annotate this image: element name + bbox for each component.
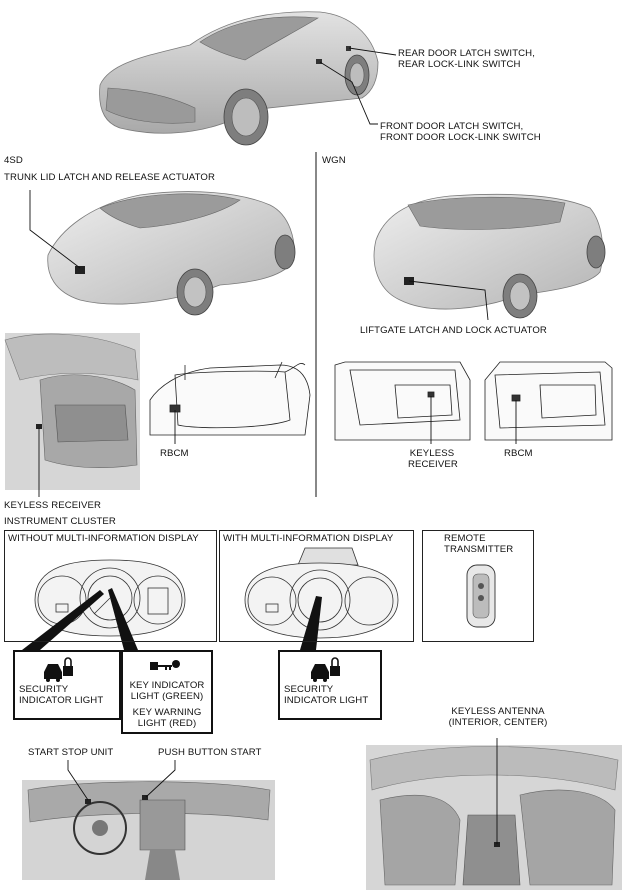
label-without-mid: WITHOUT MULTI-INFORMATION DISPLAY [8,533,199,544]
label-trunk: TRUNK LID LATCH AND RELEASE ACTUATOR [4,172,215,183]
without-mid-frame [4,530,217,642]
label-security-2-line2: INDICATOR LIGHT [284,695,369,706]
wagon-cargo-left-illustration [334,361,471,441]
label-front-door-line1: FRONT DOOR LATCH SWITCH, [380,121,524,132]
label-4sd: 4SD [4,155,23,166]
with-mid-frame [219,530,414,642]
lock-car-icon [44,657,73,682]
security-indicator-box-2 [278,650,382,720]
label-key-indicator-line1: KEY INDICATOR [129,680,205,691]
label-front-door-line2: FRONT DOOR LOCK-LINK SWITCH [380,132,541,143]
label-keyless-receiver-right: KEYLESS RECEIVER [408,448,458,470]
leader-liftgate [408,280,489,321]
security-indicator-box [13,650,121,720]
lock-car-icon-2 [311,657,340,682]
label-rear-door-line2: REAR LOCK-LINK SWITCH [398,59,521,70]
leader-start-stop [67,760,89,801]
label-rear-door: REAR DOOR LATCH SWITCH, REAR LOCK-LINK S… [398,48,535,70]
sedan-rear-illustration [47,191,296,316]
label-key-warning: KEY WARNING LIGHT (RED) [123,707,211,729]
remote-frame [422,530,534,642]
leader-front-door [319,61,378,125]
label-rbcm-right: RBCM [504,448,533,459]
label-liftgate: LIFTGATE LATCH AND LOCK ACTUATOR [360,325,547,336]
label-instrument-cluster: INSTRUMENT CLUSTER [4,516,116,527]
pointer-key-indicator [108,588,138,650]
label-security-2: SECURITY INDICATOR LIGHT [284,684,368,706]
label-keyless-antenna: KEYLESS ANTENNA (INTERIOR, CENTER) [440,706,556,728]
label-push-button: PUSH BUTTON START [158,747,262,758]
label-security-1-line1: SECURITY [19,684,69,695]
label-remote-line1: REMOTE [444,533,486,544]
wagon-cargo-right-illustration [484,361,613,441]
remote-transmitter-illustration [466,564,496,628]
label-key-indicator-line2: LIGHT (GREEN) [130,691,204,702]
leader-trunk [29,190,81,269]
leader-push-button [145,760,176,798]
label-start-stop: START STOP UNIT [28,747,114,758]
pointer-security-2 [300,596,322,650]
label-security-1: SECURITY INDICATOR LIGHT [19,684,103,706]
label-key-indicator: KEY INDICATOR LIGHT (GREEN) [123,680,211,702]
wagon-rear-illustration [373,193,606,319]
sedan-trunk-open-illustration [149,361,311,436]
pointer-security-1 [22,590,104,650]
label-security-1-line2: INDICATOR LIGHT [19,695,104,706]
dashboard-illustration [22,780,275,880]
cabin-interior-illustration [366,745,622,890]
label-rear-door-line1: REAR DOOR LATCH SWITCH, [398,48,535,59]
key-icon [150,660,180,670]
label-rbcm-left: RBCM [160,448,189,459]
label-keyless-receiver-left: KEYLESS RECEIVER [4,500,102,511]
label-key-warning-line1: KEY WARNING [132,707,202,718]
label-keyless-antenna-line2: (INTERIOR, CENTER) [448,717,548,728]
label-wgn: WGN [322,155,346,166]
label-keyless-antenna-line1: KEYLESS ANTENNA [451,706,545,717]
label-front-door: FRONT DOOR LATCH SWITCH, FRONT DOOR LOCK… [380,121,541,143]
label-remote: REMOTE TRANSMITTER [444,533,513,555]
leader-rear-door [348,47,397,56]
label-keyless-receiver-right-line2: RECEIVER [408,459,458,470]
label-remote-line2: TRANSMITTER [444,544,514,555]
label-with-mid: WITH MULTI-INFORMATION DISPLAY [223,533,394,544]
top-car-illustration [99,11,379,146]
label-security-2-line1: SECURITY [284,684,334,695]
label-key-warning-line2: LIGHT (RED) [137,718,197,729]
key-indicator-box [121,650,213,734]
label-keyless-receiver-right-line1: KEYLESS [409,448,455,459]
